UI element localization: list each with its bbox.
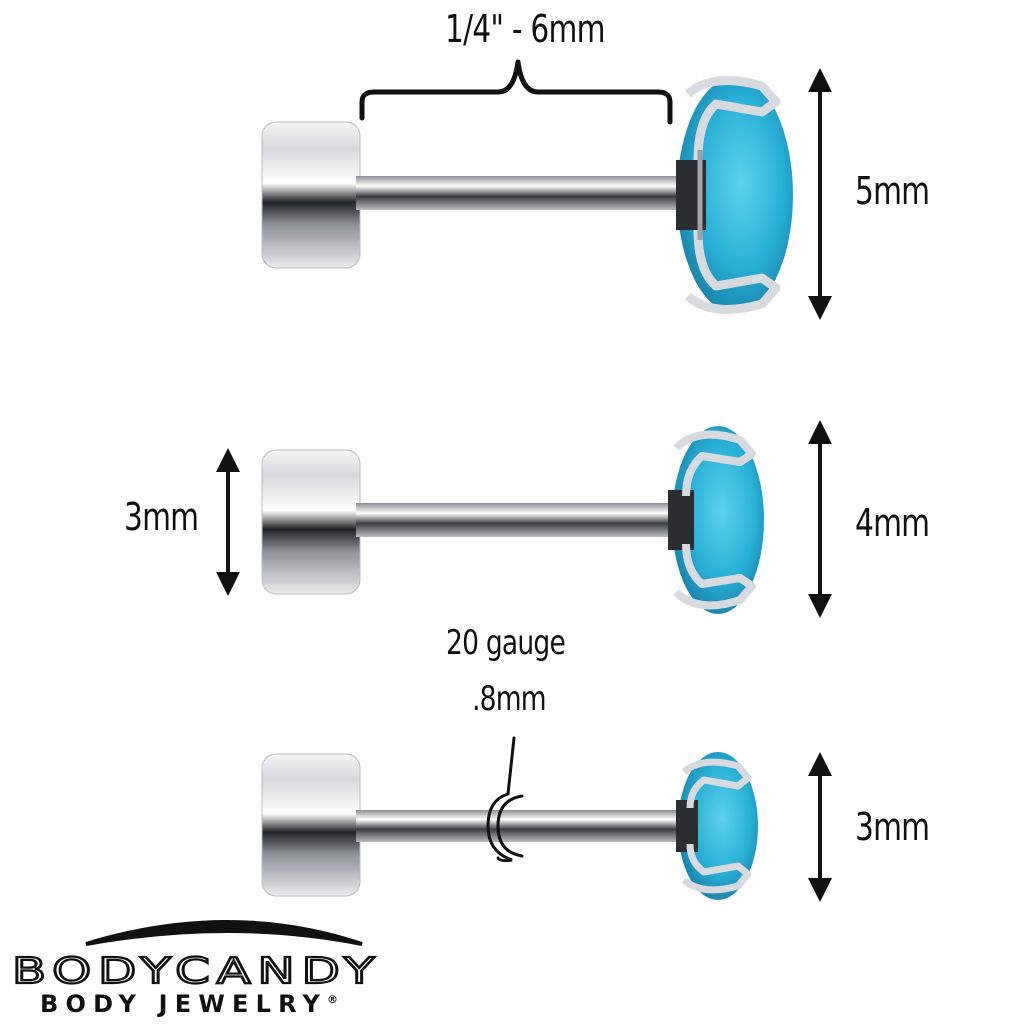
brand-tagline: BODY JEWELRY®: [40, 992, 338, 1016]
gem-setting: [668, 426, 764, 614]
post-bar: [356, 176, 680, 210]
top-stud: [261, 76, 793, 314]
middle-gem-size-label: 4mm: [855, 501, 930, 545]
middle-stud: [261, 426, 764, 614]
bottom-stud: [261, 752, 758, 900]
gauge-callout-line: [486, 736, 516, 863]
post-bar: [356, 810, 682, 842]
disc-size-label: 3mm: [124, 495, 199, 539]
gauge-mm-label: .8mm: [472, 679, 547, 719]
bottom-gem-size-label: 3mm: [855, 805, 930, 849]
disc-back: [261, 121, 361, 269]
brand-logo-text: BODYCANDY: [10, 951, 382, 992]
top-gem-size-label: 5mm: [855, 169, 930, 213]
brand-tagline-text: BODY JEWELRY: [40, 990, 328, 1018]
brand-swoosh: [85, 920, 363, 946]
gauge-callout-ring: [496, 794, 524, 858]
length-brace: [359, 59, 673, 125]
post-length-label: 1/4" - 6mm: [445, 7, 605, 51]
disc-back: [261, 753, 361, 897]
disc-back: [261, 449, 361, 595]
gauge-label: 20 gauge: [446, 623, 566, 663]
gem-setting: [676, 752, 758, 900]
gem-setting: [676, 76, 793, 314]
registered-mark: ®: [327, 993, 339, 1006]
post-bar: [356, 503, 672, 537]
